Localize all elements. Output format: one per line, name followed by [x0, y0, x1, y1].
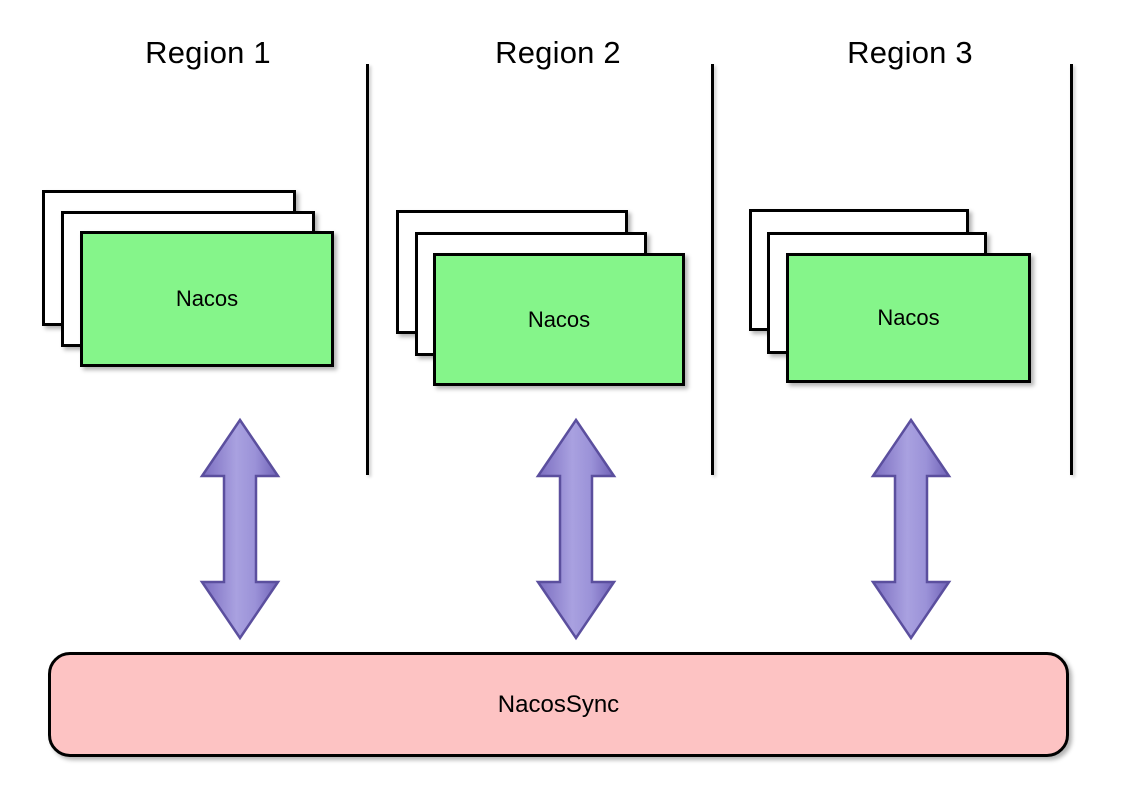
region-divider-2: [711, 64, 714, 475]
region-3-sync-arrow: [869, 417, 953, 641]
region-divider-1: [366, 64, 369, 475]
region-2-sync-arrow: [534, 417, 618, 641]
region-2-title: Region 2: [495, 35, 621, 70]
nacossync-bar[interactable]: NacosSync: [48, 652, 1069, 757]
region-3-node-card-front[interactable]: Nacos: [786, 253, 1031, 383]
region-3-node-label: Nacos: [877, 305, 940, 330]
nacossync-label: NacosSync: [497, 690, 620, 718]
region-1-sync-arrow: [198, 417, 282, 641]
region-1-node-label: Nacos: [175, 286, 239, 311]
region-2-node-label: Nacos: [527, 306, 591, 332]
region-3-title: Region 3: [847, 35, 973, 70]
region-divider-3: [1070, 64, 1073, 475]
region-1-title: Region 1: [145, 35, 271, 70]
region-2-node-card-front[interactable]: Nacos: [433, 253, 685, 386]
region-1-node-card-front[interactable]: Nacos: [80, 231, 334, 367]
